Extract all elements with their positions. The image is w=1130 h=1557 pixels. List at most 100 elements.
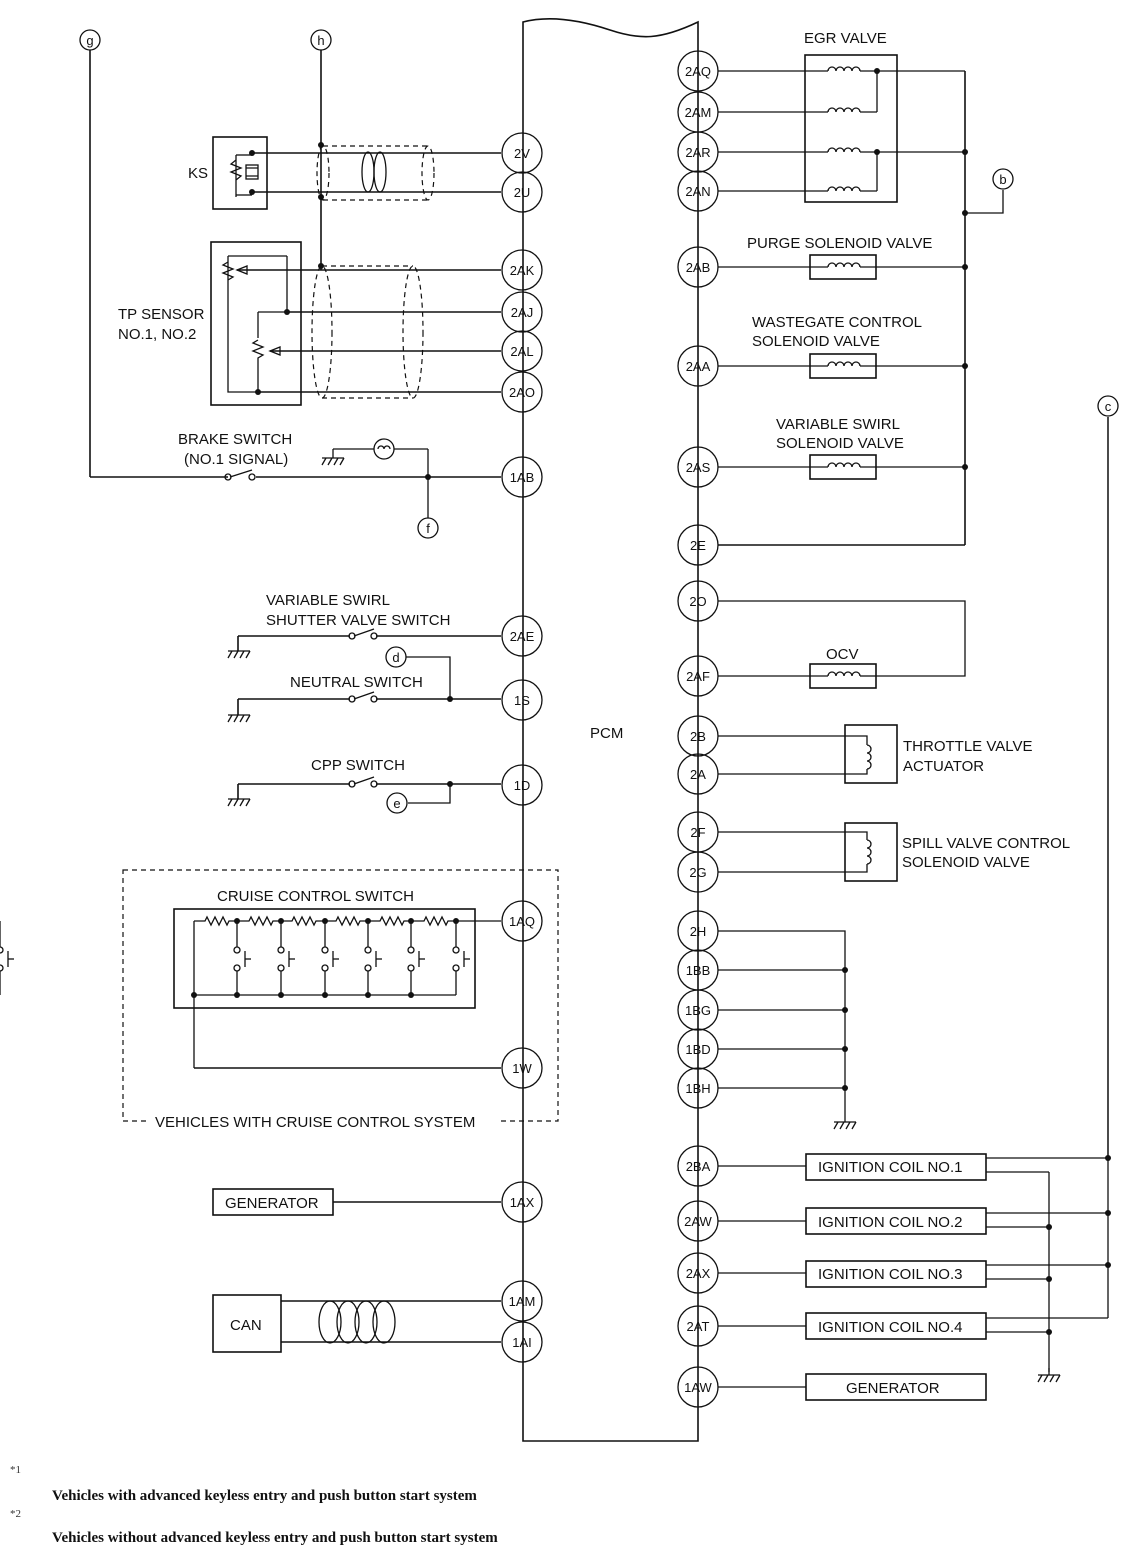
pin-2G: 2G	[677, 851, 719, 893]
coil1-label: IGNITION COIL NO.1	[818, 1159, 962, 1176]
svg-text:2AT: 2AT	[687, 1319, 710, 1334]
brake-switch-label-2: (NO.1 SIGNAL)	[184, 451, 288, 468]
brake-switch-label-1: BRAKE SWITCH	[178, 431, 292, 448]
pin-1BD: 1BD	[677, 1028, 719, 1070]
svg-text:1AX: 1AX	[510, 1195, 535, 1210]
pcm-outline	[522, 17, 699, 1442]
pcm-pins-right: 2AQ 2AM 2AR 2AN 2AB 2AA 2AS 2E 2O 2AF 2B…	[677, 50, 719, 1408]
svg-text:2G: 2G	[689, 865, 706, 880]
ref-h: h	[317, 33, 324, 48]
pin-2AS: 2AS	[677, 446, 719, 488]
svg-text:2AM: 2AM	[685, 105, 712, 120]
svg-text:2O: 2O	[689, 594, 706, 609]
svg-text:1BD: 1BD	[685, 1042, 710, 1057]
pin-2A: 2A	[677, 753, 719, 795]
spill-valve-label-2: SOLENOID VALVE	[902, 854, 1030, 871]
wastegate-label-1: WASTEGATE CONTROL	[752, 314, 922, 331]
note-2-mark: *2	[10, 1508, 21, 1520]
pin-1BH: 1BH	[677, 1067, 719, 1109]
svg-text:2BA: 2BA	[686, 1159, 711, 1174]
svg-text:2AJ: 2AJ	[511, 305, 533, 320]
wastegate-label-2: SOLENOID VALVE	[752, 333, 880, 350]
spill-valve-box	[844, 822, 898, 882]
svg-text:2AL: 2AL	[510, 344, 533, 359]
pin-2AL: 2AL	[501, 330, 543, 372]
pin-1AI: 1AI	[501, 1321, 543, 1363]
svg-text:1BH: 1BH	[685, 1081, 710, 1096]
note-1-text: Vehicles with advanced keyless entry and…	[52, 1488, 477, 1504]
generator-right-label: GENERATOR	[846, 1380, 940, 1397]
reference-markers: g h b f d e c	[79, 29, 1119, 814]
pin-1D: 1D	[501, 764, 543, 806]
ref-f: f	[426, 521, 430, 536]
svg-text:2AB: 2AB	[686, 260, 711, 275]
svg-text:2AA: 2AA	[686, 359, 711, 374]
svg-text:2F: 2F	[690, 825, 705, 840]
coil2-label: IGNITION COIL NO.2	[818, 1214, 962, 1231]
pin-2O: 2O	[677, 580, 719, 622]
svg-text:1BG: 1BG	[685, 1003, 711, 1018]
pin-2AJ: 2AJ	[501, 291, 543, 333]
cpp-switch-label: CPP SWITCH	[311, 757, 405, 774]
cruise-switch-box	[173, 908, 476, 1009]
coil3-label: IGNITION COIL NO.3	[818, 1266, 962, 1283]
pin-1W: 1W	[501, 1047, 543, 1089]
pin-2BA: 2BA	[677, 1145, 719, 1187]
spill-valve-label-1: SPILL VALVE CONTROL	[902, 835, 1070, 852]
svg-text:2AN: 2AN	[685, 184, 710, 199]
pin-2AK: 2AK	[501, 249, 543, 291]
pin-2AX: 2AX	[677, 1252, 719, 1294]
svg-text:2AX: 2AX	[686, 1266, 711, 1281]
pcm-pins-left: 2V 2U 2AK 2AJ 2AL 2AO 1AB 2AE 1S 1D 1AQ …	[501, 132, 543, 1363]
svg-text:2AR: 2AR	[685, 145, 710, 160]
svg-text:2AK: 2AK	[510, 263, 535, 278]
pin-2E: 2E	[677, 524, 719, 566]
svg-text:2H: 2H	[690, 924, 707, 939]
svg-text:2B: 2B	[690, 729, 706, 744]
svg-text:1AW: 1AW	[684, 1380, 712, 1395]
svg-text:1W: 1W	[512, 1061, 532, 1076]
ref-c: c	[1105, 399, 1112, 414]
wiring-diagram: PCM KS TP SENSOR NO.1, NO.2 BRAKE S	[0, 17, 1119, 1442]
pin-2AB: 2AB	[677, 246, 719, 288]
pin-2AW: 2AW	[677, 1200, 719, 1242]
svg-text:2AS: 2AS	[686, 460, 711, 475]
pin-2AR: 2AR	[677, 131, 719, 173]
pin-2V: 2V	[501, 132, 543, 174]
pin-1AW: 1AW	[677, 1366, 719, 1408]
pin-2AN: 2AN	[677, 170, 719, 212]
pin-2B: 2B	[677, 715, 719, 757]
svg-text:1AM: 1AM	[509, 1294, 536, 1309]
svg-text:2AE: 2AE	[510, 629, 535, 644]
svg-text:1AQ: 1AQ	[509, 914, 535, 929]
neutral-switch-label: NEUTRAL SWITCH	[290, 674, 423, 691]
pin-2AT: 2AT	[677, 1305, 719, 1347]
svg-text:2U: 2U	[514, 185, 531, 200]
pin-1AM: 1AM	[501, 1280, 543, 1322]
swirl-valve-label-1: VARIABLE SWIRL	[776, 416, 900, 433]
throttle-label-2: ACTUATOR	[903, 758, 984, 775]
swirl-switch-label-1: VARIABLE SWIRL	[266, 592, 390, 609]
svg-text:2AF: 2AF	[686, 669, 710, 684]
note-2-text: Vehicles without advanced keyless entry …	[52, 1530, 498, 1546]
svg-text:2AO: 2AO	[509, 385, 535, 400]
ks-label: KS	[188, 165, 208, 182]
svg-text:2AQ: 2AQ	[685, 64, 711, 79]
tp-sensor-label-1: TP SENSOR	[118, 306, 205, 323]
pin-2AA: 2AA	[677, 345, 719, 387]
generator-left-label: GENERATOR	[225, 1195, 319, 1212]
swirl-switch-label-2: SHUTTER VALVE SWITCH	[266, 612, 450, 629]
throttle-actuator-box	[844, 724, 898, 784]
svg-text:2AW: 2AW	[684, 1214, 712, 1229]
pin-1AX: 1AX	[501, 1181, 543, 1223]
svg-text:1S: 1S	[514, 693, 530, 708]
egr-valve-label: EGR VALVE	[804, 30, 887, 47]
coil4-label: IGNITION COIL NO.4	[818, 1319, 962, 1336]
pin-1AB: 1AB	[501, 456, 543, 498]
pin-2AE: 2AE	[501, 615, 543, 657]
pcm-label: PCM	[590, 725, 623, 742]
pin-2AF: 2AF	[677, 655, 719, 697]
svg-text:1AB: 1AB	[510, 470, 535, 485]
ref-b: b	[999, 172, 1006, 187]
svg-text:1AI: 1AI	[512, 1335, 532, 1350]
